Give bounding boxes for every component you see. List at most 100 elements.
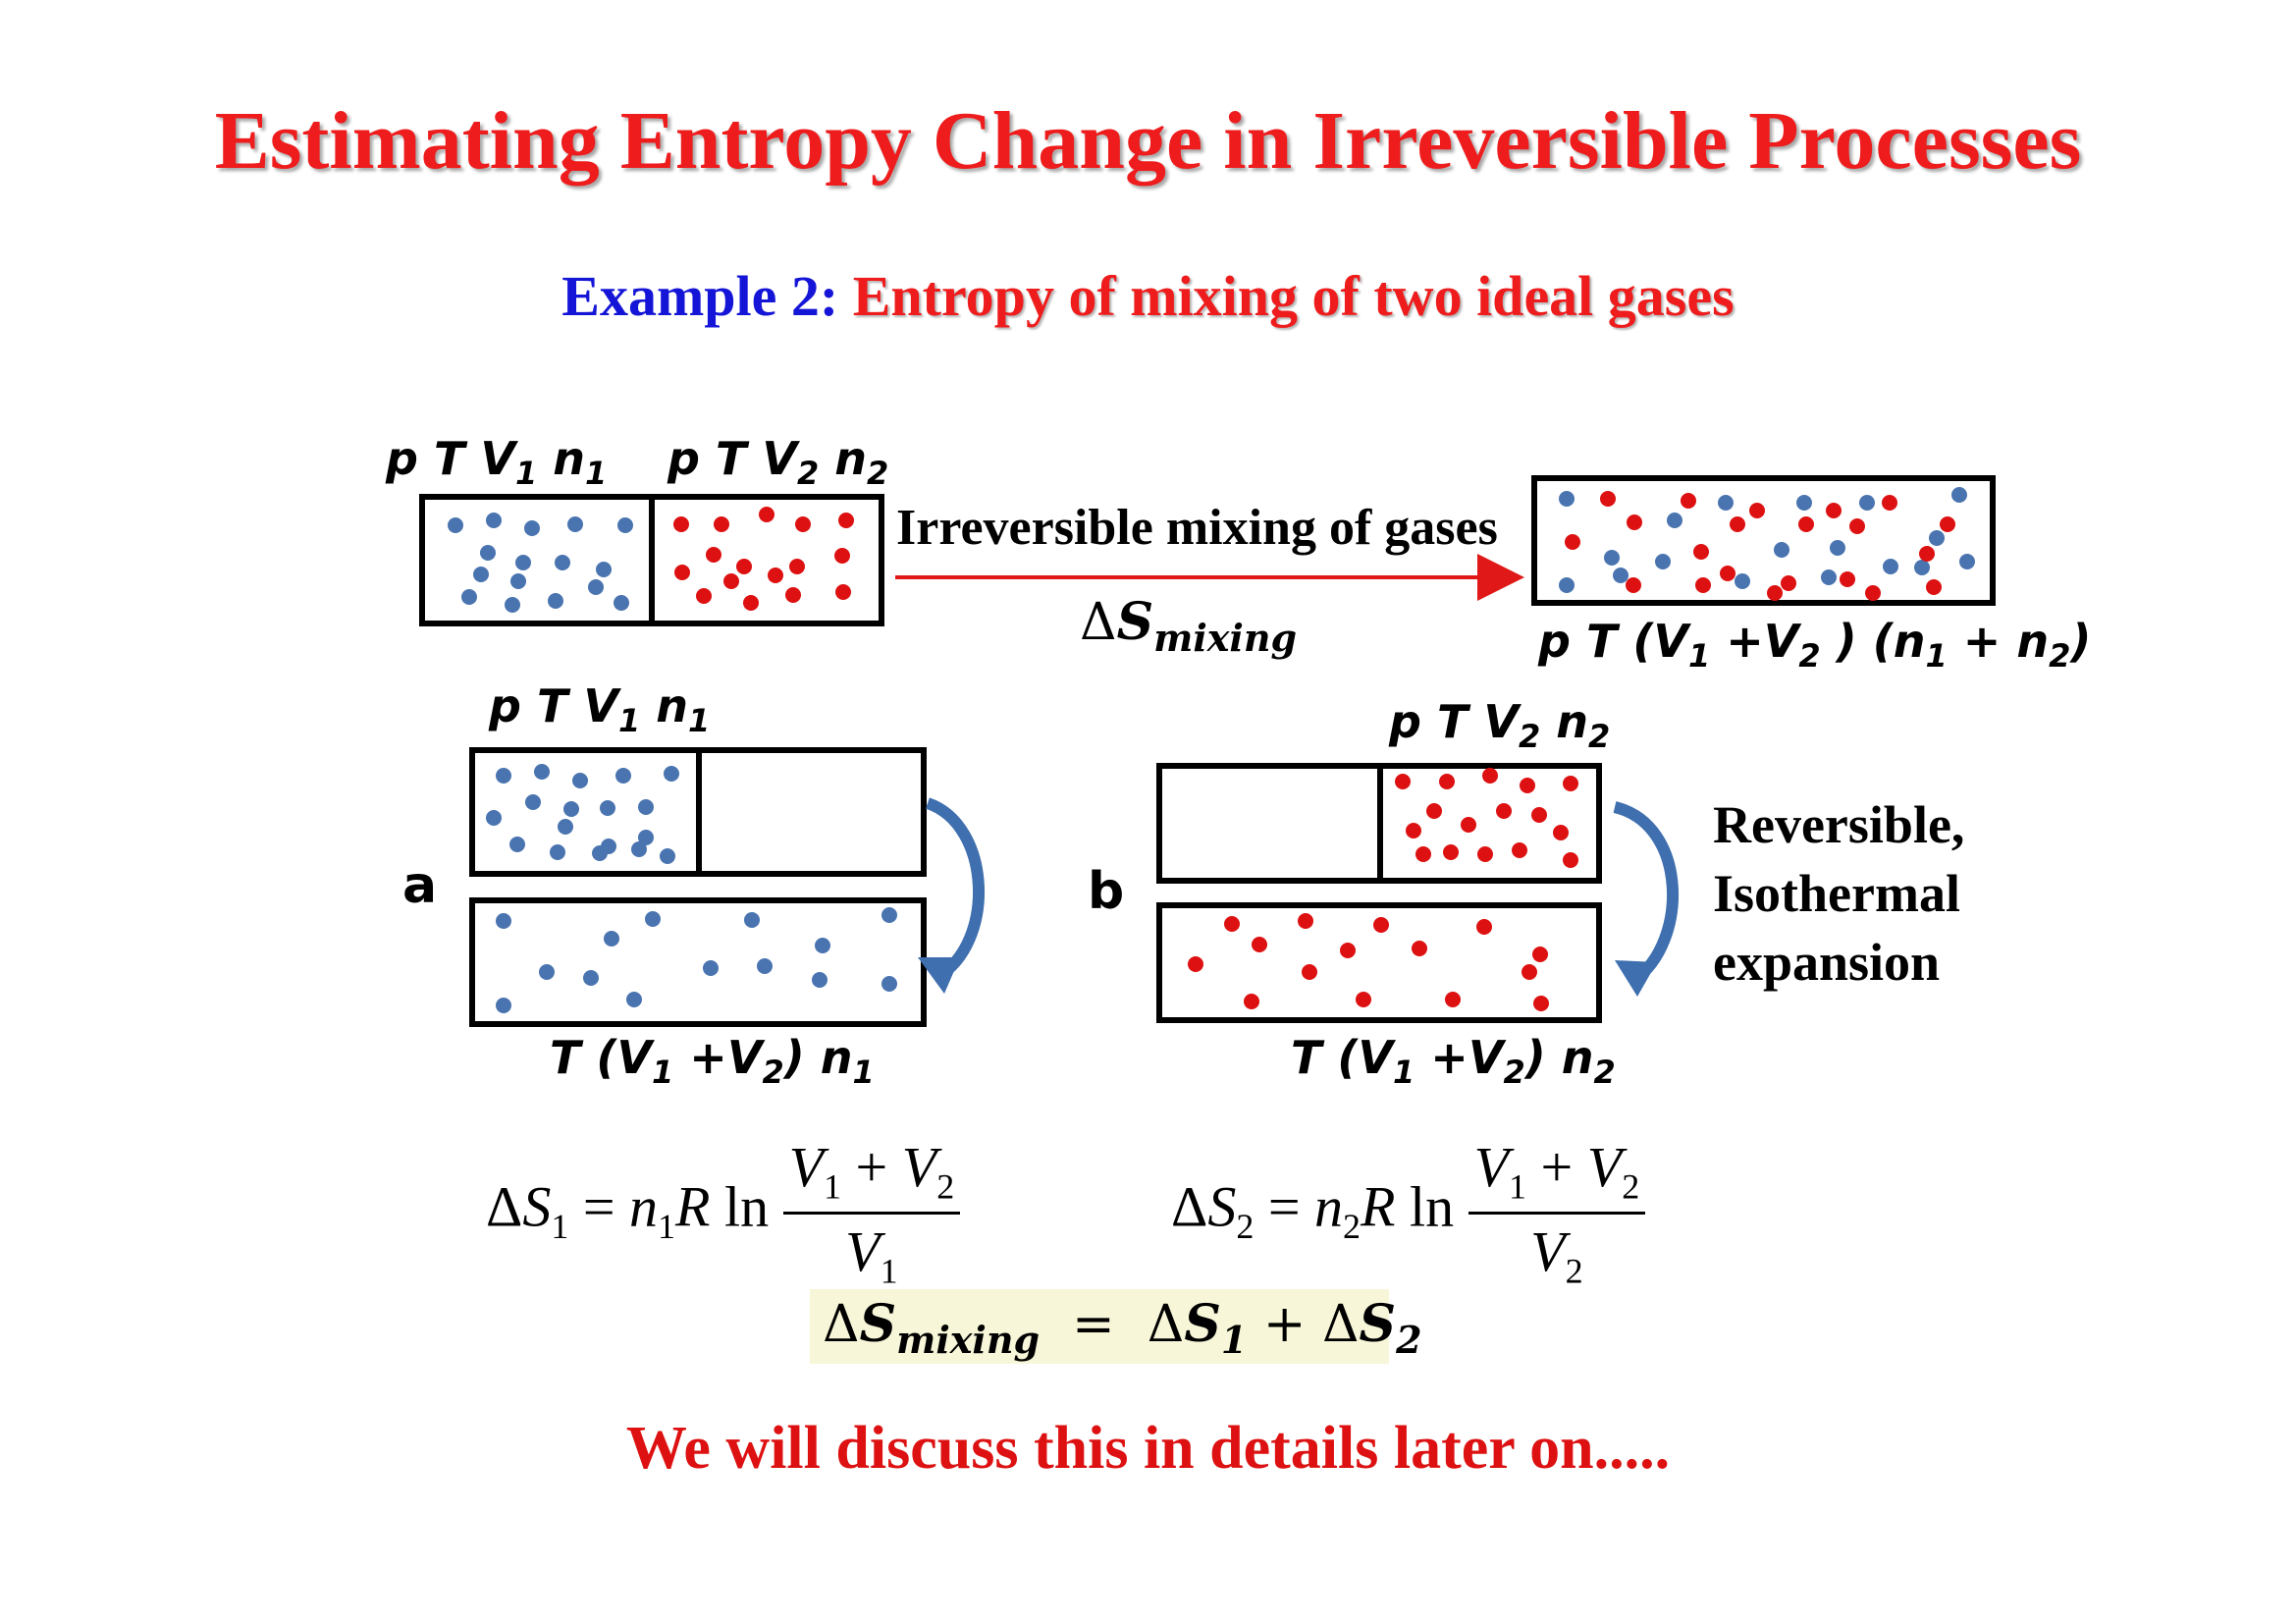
molecule-dot bbox=[723, 573, 739, 589]
molecule-dot bbox=[1882, 495, 1897, 511]
panel-a-bottom-label: T (V1 +V2) n1 bbox=[550, 1031, 875, 1092]
molecule-dot bbox=[1559, 491, 1575, 507]
molecule-dot bbox=[1826, 503, 1842, 518]
molecule-dot bbox=[785, 587, 801, 603]
panel-a-letter: a bbox=[402, 856, 438, 915]
molecule-dot bbox=[1627, 514, 1642, 530]
molecule-dot bbox=[524, 520, 540, 536]
molecule-dot bbox=[539, 964, 555, 980]
molecule-dot bbox=[1929, 530, 1945, 546]
molecule-dot bbox=[558, 819, 573, 835]
mixing-equation-box bbox=[810, 1289, 1389, 1364]
delta-s-mixing-label: ΔSmixing bbox=[1080, 592, 1298, 660]
mixed-state-label: p T (V1 +V2 ) (n1 + n2) bbox=[1538, 615, 2092, 676]
molecule-dot bbox=[1563, 776, 1578, 791]
molecule-dot bbox=[1445, 992, 1461, 1007]
slide-title: Estimating Entropy Change in Irreversibl… bbox=[214, 95, 2082, 187]
molecule-dot bbox=[1720, 566, 1735, 581]
molecule-dot bbox=[1604, 550, 1620, 566]
molecule-dot bbox=[555, 555, 570, 570]
molecule-dot bbox=[1840, 571, 1855, 587]
molecule-dot bbox=[563, 801, 579, 817]
molecule-dot bbox=[1340, 943, 1356, 958]
molecule-dot bbox=[525, 794, 541, 810]
gas1-state-label: p T V1 n1 bbox=[386, 432, 608, 493]
gas2-molecules bbox=[673, 507, 854, 611]
panel-a-expanded bbox=[469, 897, 927, 1027]
molecule-dot bbox=[1565, 534, 1580, 550]
molecule-dot bbox=[1667, 513, 1682, 528]
molecule-dot bbox=[1496, 803, 1512, 819]
molecule-dot bbox=[881, 907, 897, 923]
molecule-dot bbox=[1531, 807, 1547, 823]
molecule-dot bbox=[1693, 544, 1709, 560]
molecule-dot bbox=[505, 597, 520, 613]
mixing-equation: ΔSmixing = ΔS1 + ΔS2 bbox=[823, 1294, 1422, 1362]
molecule-dot bbox=[1655, 554, 1671, 569]
molecule-dot bbox=[600, 800, 615, 816]
molecule-dot bbox=[638, 799, 654, 815]
molecule-dot bbox=[714, 516, 729, 532]
molecule-dot bbox=[592, 845, 608, 861]
footer-note: We will discuss this in details later on… bbox=[625, 1415, 1671, 1482]
molecule-dot bbox=[480, 545, 496, 561]
molecule-dot bbox=[1849, 518, 1865, 534]
molecule-dot bbox=[1919, 546, 1935, 562]
molecule-dot bbox=[1522, 964, 1537, 980]
molecule-dot bbox=[1553, 825, 1569, 840]
molecule-dot bbox=[1373, 917, 1389, 933]
molecule-dot bbox=[515, 555, 531, 570]
molecule-dot bbox=[1439, 774, 1455, 789]
molecule-dot bbox=[1252, 937, 1267, 952]
molecule-dot bbox=[1730, 516, 1745, 532]
panel-b-letter: b bbox=[1088, 862, 1125, 921]
molecule-dot bbox=[759, 507, 774, 522]
curved-arrow-b bbox=[1613, 801, 1680, 997]
molecule-dot bbox=[1298, 913, 1313, 929]
molecule-dot bbox=[834, 548, 850, 564]
molecule-dot bbox=[604, 931, 619, 947]
molecule-dot bbox=[645, 911, 661, 927]
molecule-dot bbox=[1830, 540, 1845, 556]
molecule-dot bbox=[617, 517, 633, 533]
molecule-dot bbox=[1767, 585, 1783, 601]
molecule-dot bbox=[1532, 947, 1548, 962]
molecule-dot bbox=[674, 565, 690, 580]
molecule-dot bbox=[1302, 964, 1317, 980]
molecule-dot bbox=[496, 768, 511, 784]
molecule-dot bbox=[1859, 495, 1875, 511]
molecule-dot bbox=[1821, 569, 1837, 585]
molecule-dot bbox=[1749, 503, 1765, 518]
molecule-dot bbox=[1461, 817, 1476, 833]
molecule-dot bbox=[615, 768, 631, 784]
molecule-dot bbox=[673, 516, 689, 532]
molecule-dot bbox=[614, 595, 629, 611]
molecule-dot bbox=[486, 513, 502, 528]
molecule-dot bbox=[1188, 956, 1203, 972]
irreversible-mixing-label: Irreversible mixing of gases bbox=[896, 500, 1498, 556]
panel-a-initial bbox=[469, 747, 927, 877]
molecule-dot bbox=[1798, 516, 1814, 532]
molecule-dot bbox=[835, 584, 851, 600]
mixed-container bbox=[1531, 475, 1996, 606]
molecule-dot bbox=[1735, 573, 1750, 589]
initial-container bbox=[419, 494, 884, 626]
molecule-dot bbox=[1626, 577, 1641, 593]
slide-subtitle: Example 2: Entropy of mixing of two idea… bbox=[0, 263, 2296, 329]
molecule-dot bbox=[1563, 852, 1578, 868]
molecule-dot bbox=[1395, 774, 1411, 789]
molecule-dot bbox=[757, 958, 773, 974]
molecule-dot bbox=[1600, 491, 1616, 507]
molecule-dot bbox=[496, 913, 511, 929]
example-topic: Entropy of mixing of two ideal gases bbox=[852, 264, 1735, 328]
molecule-dot bbox=[509, 837, 525, 852]
molecule-dot bbox=[1774, 542, 1789, 558]
molecule-dot bbox=[461, 589, 477, 605]
molecule-dot bbox=[1406, 823, 1421, 839]
molecule-dot bbox=[768, 568, 783, 583]
molecule-dot bbox=[473, 567, 489, 582]
molecule-dot bbox=[1520, 778, 1535, 793]
molecule-dot bbox=[572, 773, 588, 788]
